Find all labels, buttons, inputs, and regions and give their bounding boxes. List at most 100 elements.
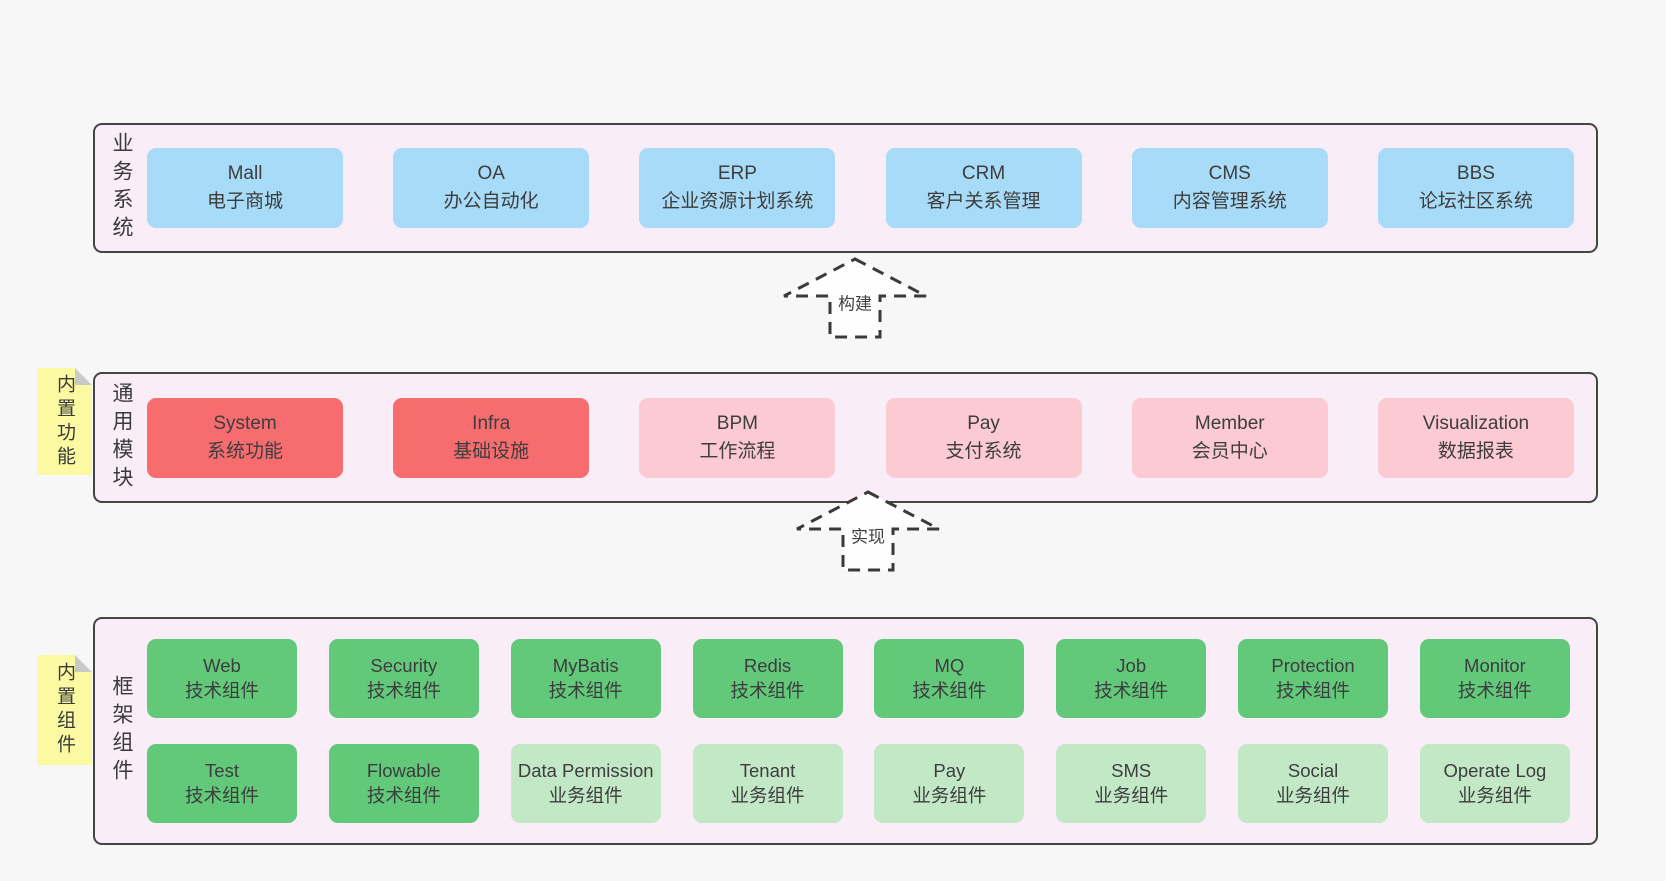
box-title: Infra xyxy=(472,412,511,434)
box-subtitle: 论坛社区系统 xyxy=(1418,191,1533,212)
box-bbs: BBS 论坛社区系统 xyxy=(1377,148,1574,228)
box-title: System xyxy=(213,412,277,434)
box-bpm: BPM 工作流程 xyxy=(639,397,836,478)
box-title: Flowable xyxy=(366,760,441,782)
box-oa: OA 办公自动化 xyxy=(393,148,590,228)
box-title: Social xyxy=(1287,760,1339,782)
box-protection: Protection 技术组件 xyxy=(1238,639,1389,718)
box-redis: Redis 技术组件 xyxy=(692,639,843,718)
box-title: Pay xyxy=(933,760,966,782)
layer-label-text: 业务系统 xyxy=(110,132,133,244)
box-security: Security 技术组件 xyxy=(328,639,479,718)
box-sms: SMS 业务组件 xyxy=(1056,744,1207,823)
component-row-1: Web 技术组件 Security 技术组件 MyBatis 技术组件 Redi… xyxy=(147,639,1596,718)
layer-label-text: 框架组件 xyxy=(110,675,133,787)
box-title: Redis xyxy=(743,655,792,677)
box-title: CMS xyxy=(1208,163,1251,185)
box-title: Protection xyxy=(1271,655,1355,677)
box-title: MyBatis xyxy=(552,655,619,677)
box-mall: Mall 电子商城 xyxy=(147,148,343,228)
box-title: ERP xyxy=(717,163,757,185)
box-visualization: Visualization 数据报表 xyxy=(1377,397,1574,478)
box-title: Pay xyxy=(967,412,1000,434)
box-flowable: Flowable 技术组件 xyxy=(328,744,479,823)
build-arrow: 构建 xyxy=(780,256,930,340)
box-subtitle: 技术组件 xyxy=(184,679,259,701)
framework-components-layer: 框架组件 Web 技术组件 Security 技术组件 MyBatis 技术组件… xyxy=(93,617,1598,845)
box-title: Test xyxy=(205,760,239,782)
box-subtitle: 技术组件 xyxy=(184,784,259,806)
box-pay-module: Pay 支付系统 xyxy=(885,397,1082,478)
box-title: Operate Log xyxy=(1443,760,1547,782)
box-data-permission: Data Permission 业务组件 xyxy=(510,744,661,823)
box-infra: Infra 基础设施 xyxy=(393,397,590,478)
box-tenant: Tenant 业务组件 xyxy=(692,744,843,823)
box-mq: MQ 技术组件 xyxy=(874,639,1025,718)
common-modules-layer: 通用模块 System 系统功能 Infra 基础设施 BPM 工作流程 Pay… xyxy=(93,372,1598,503)
box-subtitle: 技术组件 xyxy=(366,679,441,701)
build-arrow-label: 构建 xyxy=(834,288,876,316)
box-subtitle: 业务组件 xyxy=(1094,784,1169,806)
box-crm: CRM 客户关系管理 xyxy=(885,148,1082,228)
layer-label-modules: 通用模块 xyxy=(95,374,147,501)
implement-arrow: 实现 xyxy=(793,489,943,573)
box-subtitle: 业务组件 xyxy=(730,784,805,806)
layer-label-components: 框架组件 xyxy=(95,619,147,843)
box-monitor: Monitor 技术组件 xyxy=(1419,639,1570,718)
box-subtitle: 支付系统 xyxy=(945,440,1022,462)
box-subtitle: 企业资源计划系统 xyxy=(661,191,814,212)
box-subtitle: 业务组件 xyxy=(548,784,623,806)
box-subtitle: 技术组件 xyxy=(912,679,987,701)
box-title: Data Permission xyxy=(517,760,654,782)
box-subtitle: 会员中心 xyxy=(1191,440,1268,462)
box-system: System 系统功能 xyxy=(147,397,343,478)
box-web: Web 技术组件 xyxy=(147,639,297,718)
box-subtitle: 业务组件 xyxy=(1276,784,1351,806)
box-title: BBS xyxy=(1456,163,1495,185)
module-boxes-row: System 系统功能 Infra 基础设施 BPM 工作流程 Pay 支付系统… xyxy=(147,374,1596,501)
builtin-components-note: 内置组件 xyxy=(37,655,92,765)
box-title: Web xyxy=(203,655,241,677)
box-subtitle: 工作流程 xyxy=(699,440,776,462)
layer-label-business: 业务系统 xyxy=(95,125,147,251)
box-test: Test 技术组件 xyxy=(147,744,297,823)
box-subtitle: 数据报表 xyxy=(1437,440,1514,462)
box-title: MQ xyxy=(934,655,965,677)
box-title: Mall xyxy=(227,163,263,185)
box-pay-component: Pay 业务组件 xyxy=(874,744,1025,823)
box-subtitle: 技术组件 xyxy=(548,679,623,701)
component-row-2: Test 技术组件 Flowable 技术组件 Data Permission … xyxy=(147,744,1596,823)
box-title: Tenant xyxy=(739,760,796,782)
note-text: 内置组件 xyxy=(54,662,75,758)
box-subtitle: 技术组件 xyxy=(1094,679,1169,701)
box-subtitle: 业务组件 xyxy=(1457,784,1532,806)
box-erp: ERP 企业资源计划系统 xyxy=(639,148,836,228)
box-mybatis: MyBatis 技术组件 xyxy=(510,639,661,718)
note-fold-corner-icon xyxy=(75,368,92,385)
box-subtitle: 客户关系管理 xyxy=(926,191,1041,212)
box-title: Monitor xyxy=(1464,655,1526,677)
box-subtitle: 技术组件 xyxy=(1457,679,1532,701)
box-subtitle: 业务组件 xyxy=(912,784,987,806)
implement-arrow-label: 实现 xyxy=(847,521,889,549)
layer-label-text: 通用模块 xyxy=(110,381,133,494)
box-subtitle: 办公自动化 xyxy=(443,191,539,212)
box-title: Security xyxy=(370,655,438,677)
box-title: Member xyxy=(1194,412,1265,434)
business-boxes-row: Mall 电子商城 OA 办公自动化 ERP 企业资源计划系统 CRM 客户关系… xyxy=(147,125,1596,251)
box-subtitle: 技术组件 xyxy=(730,679,805,701)
box-subtitle: 内容管理系统 xyxy=(1172,191,1287,212)
box-subtitle: 技术组件 xyxy=(366,784,441,806)
box-title: CRM xyxy=(961,163,1006,185)
note-text: 内置功能 xyxy=(54,373,75,470)
note-fold-corner-icon xyxy=(75,655,92,672)
box-subtitle: 基础设施 xyxy=(453,440,530,462)
box-title: Visualization xyxy=(1422,412,1530,434)
box-operate-log: Operate Log 业务组件 xyxy=(1419,744,1570,823)
box-cms: CMS 内容管理系统 xyxy=(1131,148,1328,228)
box-subtitle: 电子商城 xyxy=(206,191,283,212)
box-social: Social 业务组件 xyxy=(1238,744,1389,823)
box-title: BPM xyxy=(716,412,758,434)
box-subtitle: 系统功能 xyxy=(206,440,283,462)
business-systems-layer: 业务系统 Mall 电子商城 OA 办公自动化 ERP 企业资源计划系统 CRM… xyxy=(93,123,1598,253)
